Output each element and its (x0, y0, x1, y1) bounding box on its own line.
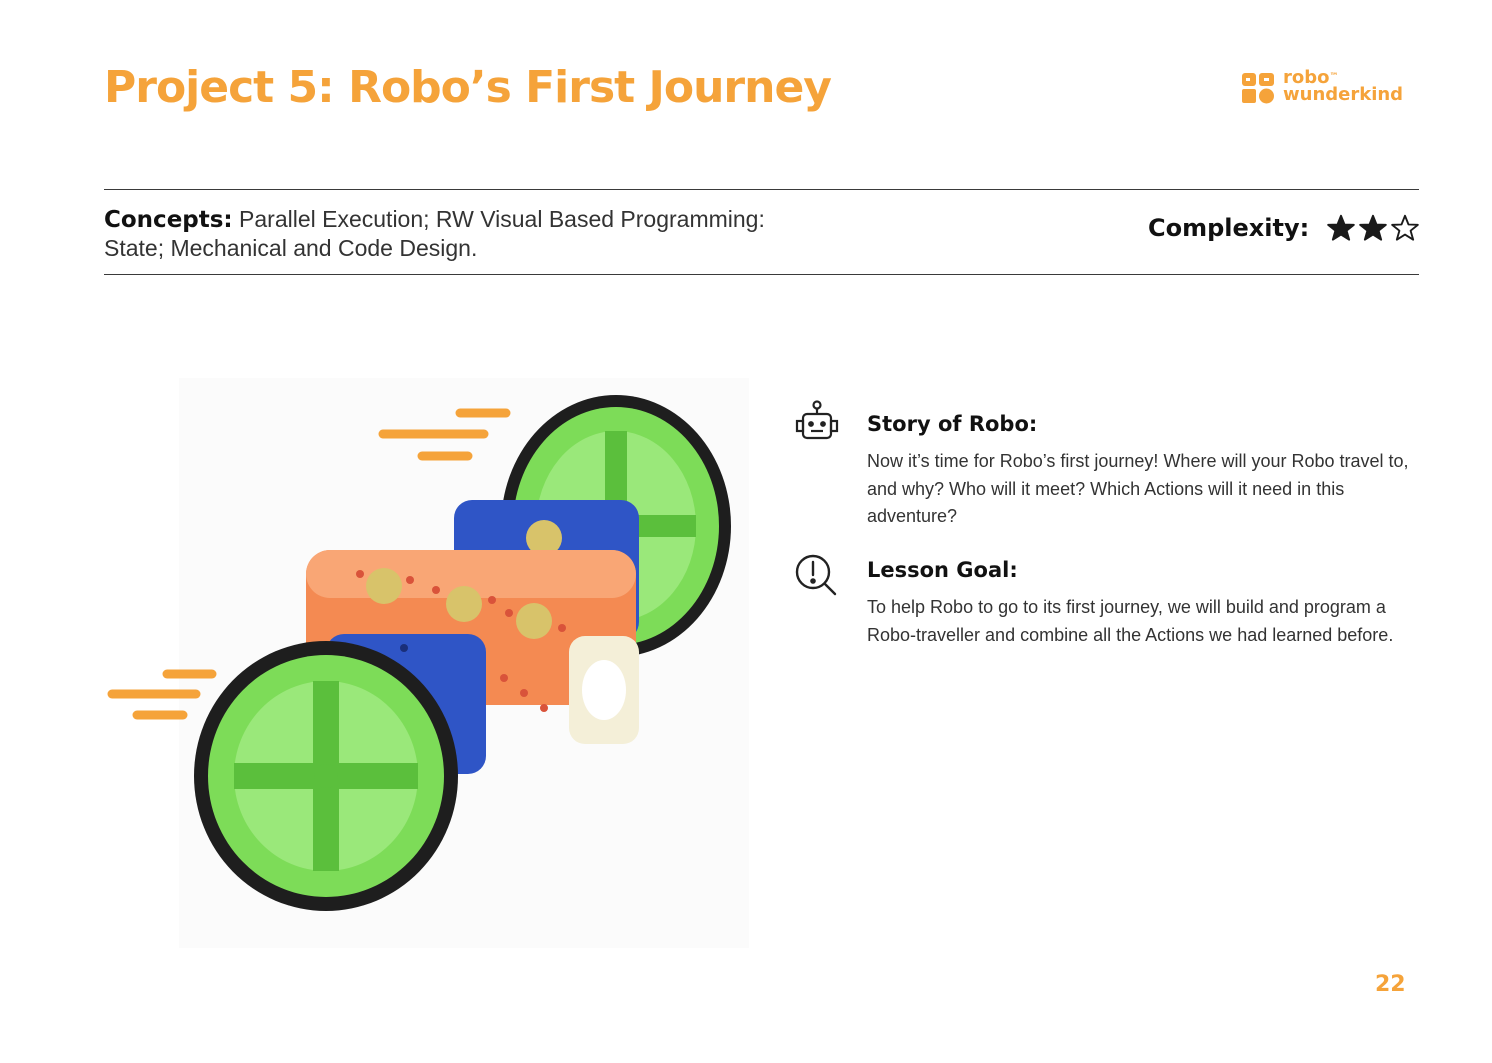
concepts-label: Concepts: (104, 207, 233, 233)
concepts-block: Concepts: Parallel Execution; RW Visual … (104, 205, 824, 262)
top-divider (104, 189, 1419, 190)
complexity-label: Complexity: (1148, 214, 1310, 242)
complexity-rating: Complexity: (1148, 214, 1419, 242)
robot-vehicle-image (104, 378, 754, 948)
lesson-body: To help Robo to go to its first journey,… (867, 597, 1394, 645)
bottom-divider (104, 274, 1419, 275)
robo-wunderkind-logo: robo™ wunderkind (1241, 69, 1411, 109)
star-filled-icon (1327, 214, 1355, 241)
complexity-stars (1327, 214, 1419, 242)
star-filled-icon (1359, 214, 1387, 241)
logo-mark-icon (1242, 73, 1274, 104)
logo-line2: wunderkind (1283, 84, 1404, 105)
robot-icon (795, 400, 839, 440)
star-empty-icon (1391, 214, 1419, 241)
light-cube (569, 636, 639, 744)
concepts-text: Parallel Execution; RW Visual Based Prog… (104, 206, 765, 261)
logo-trademark: ™ (1329, 72, 1339, 82)
page-number: 22 (1375, 972, 1406, 997)
story-body: Now it’s time for Robo’s first journey! … (867, 451, 1409, 526)
exclamation-search-icon (795, 554, 837, 596)
logo-line1: robo (1283, 67, 1330, 88)
speed-lines-icon (107, 408, 511, 720)
front-wheel (194, 641, 458, 911)
lesson-title: Lesson Goal: (867, 558, 1018, 582)
story-title: Story of Robo: (867, 412, 1038, 436)
page-title: Project 5: Robo’s First Journey (104, 62, 832, 113)
